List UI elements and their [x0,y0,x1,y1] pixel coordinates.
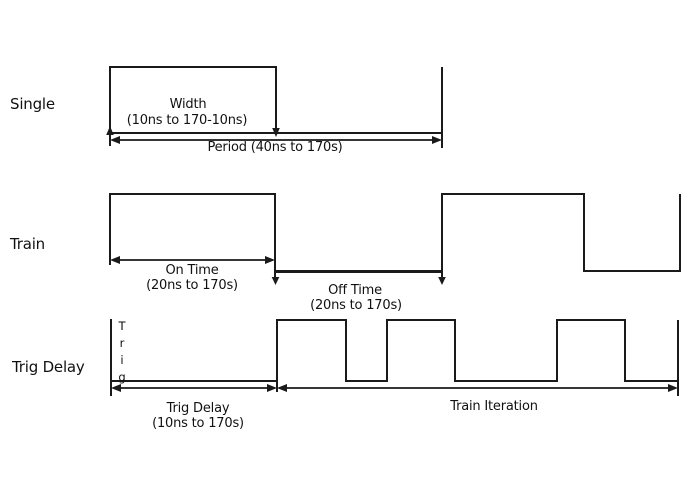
trig-axis-label: Trig [115,319,129,387]
train-iteration-left-arrowhead [277,384,287,392]
period-right-arrowhead [432,136,442,144]
trig-delay-waveform [110,319,679,396]
single-waveform [106,66,443,148]
on-time-left-arrowhead [110,256,120,264]
train-row-label: Train [10,235,45,253]
on-time-annotation: On Time [165,263,219,278]
train-iteration-annotation: Train Iteration [450,399,538,414]
width-range-annotation: (10ns to 170-10ns) [126,113,248,128]
train-waveform [109,193,681,285]
trig-delay-row-label: Trig Delay [12,358,85,376]
period-left-arrowhead [110,136,120,144]
off-time-left-arrowhead [271,277,280,285]
width-start-arrowhead [106,126,114,135]
off-time-right-arrowhead [438,277,446,285]
pulse-train [276,319,678,392]
single-pulse [109,66,277,146]
on-time-right-arrowhead [265,256,275,264]
off-time-range-annotation: (20ns to 170s) [310,298,402,313]
single-row-label: Single [10,95,55,113]
off-time-annotation: Off Time [328,283,382,298]
trig-delay-right-arrowhead [267,384,277,392]
trig-delay-left-arrowhead [111,384,121,392]
trig-delay-annotation: Trig Delay [166,401,230,416]
trig-delay-range-annotation: (10ns to 170s) [152,416,244,431]
on-time-range-annotation: (20ns to 170s) [146,278,238,293]
train-pulse-2 [441,193,681,279]
period-annotation: Period (40ns to 170s) [207,140,343,155]
train-iteration-right-arrowhead [668,384,678,392]
width-annotation: Width [169,97,207,112]
train-pulse-1 [109,193,276,279]
width-end-arrowhead [272,128,280,137]
